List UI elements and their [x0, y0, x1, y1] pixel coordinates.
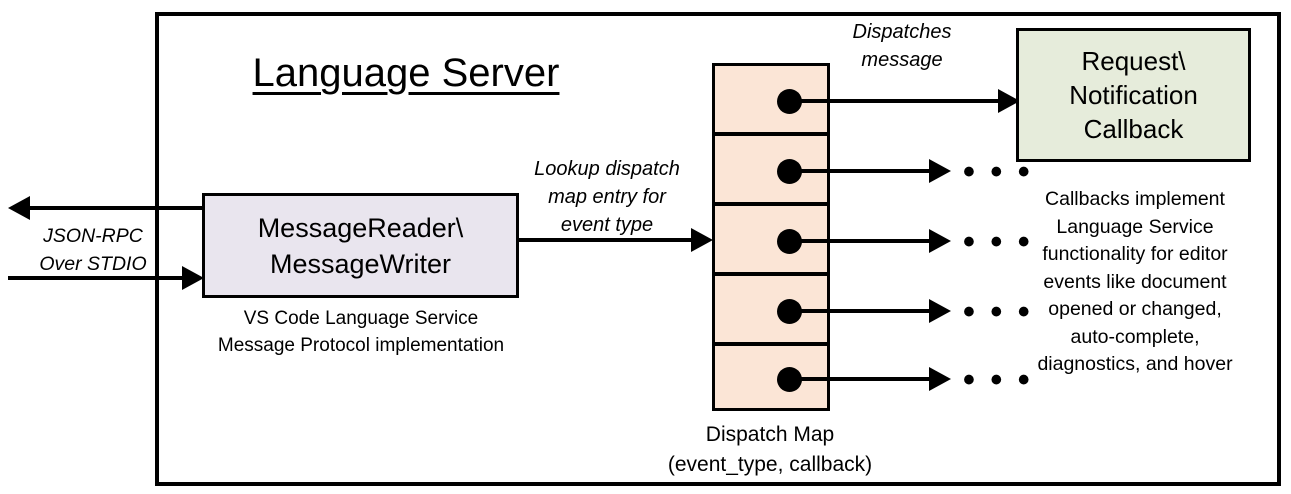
dispatch-edge-4-line — [785, 309, 937, 313]
lookup-edge-label-line1: Lookup dispatch — [534, 158, 680, 180]
dispatch-edge-4-arrowhead — [929, 299, 951, 323]
dispatch-edge-1-line — [785, 99, 1007, 103]
message-reader-caption-line2: Message Protocol implementation — [217, 335, 505, 356]
stdio-edge-label: JSON-RPC Over STDIO — [18, 222, 168, 278]
callback-caption-line7: diagnostics, and hover — [1037, 353, 1233, 375]
dispatch-edge-5-line — [785, 377, 937, 381]
dispatch-map-caption-line2: (event_type, callback) — [667, 453, 873, 476]
dispatch-edge-label: Dispatches message — [832, 18, 972, 74]
stdio-edge-label-line2: Over STDIO — [39, 253, 147, 275]
callback-box-caption: Callbacks implement Language Service fun… — [1004, 186, 1266, 379]
callback-caption-line2: Language Service — [1056, 215, 1214, 238]
dispatch-map-caption-line1: Dispatch Map — [705, 423, 835, 446]
stdio-edge-label-line1: JSON-RPC — [43, 225, 143, 247]
dispatch-edge-1-arrowhead — [998, 89, 1020, 113]
language-server-boundary — [155, 12, 1281, 486]
page-title: Language Server — [252, 51, 560, 95]
message-reader-label: MessageReader\ — [257, 212, 464, 243]
dispatch-edge-3-line — [785, 239, 937, 243]
lookup-edge-arrowhead — [691, 228, 713, 252]
inbound-stdio-line — [8, 276, 188, 280]
callback-caption-line6: auto-complete, — [1070, 325, 1200, 348]
inbound-stdio-arrowhead — [182, 266, 204, 290]
dispatch-map-caption: Dispatch Map (event_type, callback) — [640, 420, 900, 480]
dispatch-edge-5-arrowhead — [929, 367, 951, 391]
dispatch-map-stack[interactable] — [712, 63, 830, 411]
callback-caption-line3: functionality for editor — [1042, 243, 1228, 265]
message-reader-caption-line1: VS Code Language Service — [243, 308, 479, 329]
dispatch-edge-label-line2: message — [861, 49, 943, 71]
lookup-edge-label-line2: map entry for — [548, 186, 666, 208]
callback-caption-line4: events like document — [1043, 270, 1227, 293]
callback-caption-line1: Callbacks implement — [1045, 188, 1225, 210]
dispatch-edge-label-line1: Dispatches — [852, 21, 952, 43]
callback-box-line3: Callback — [1083, 114, 1184, 144]
message-reader-writer-box[interactable]: MessageReader\ MessageWriter — [202, 193, 519, 298]
lookup-edge-label-line3: event type — [560, 214, 654, 236]
message-writer-label: MessageWriter — [269, 248, 452, 279]
request-notification-callback-box[interactable]: Request\ Notification Callback — [1016, 28, 1251, 162]
lookup-edge-label: Lookup dispatch map entry for event type — [512, 155, 702, 239]
outbound-stdio-arrowhead — [8, 196, 30, 220]
dispatch-edge-2-ellipsis: • • • — [963, 153, 1033, 191]
callback-box-line2: Notification — [1069, 80, 1198, 110]
dispatch-edge-2-line — [785, 169, 937, 173]
dispatch-edge-3-arrowhead — [929, 229, 951, 253]
callback-caption-line5: opened or changed, — [1048, 298, 1222, 320]
dispatch-edge-2-arrowhead — [929, 159, 951, 183]
callback-box-line1: Request\ — [1081, 46, 1186, 76]
lookup-edge-line — [517, 238, 697, 242]
message-reader-caption: VS Code Language Service Message Protoco… — [196, 305, 526, 359]
outbound-stdio-line — [30, 206, 210, 210]
